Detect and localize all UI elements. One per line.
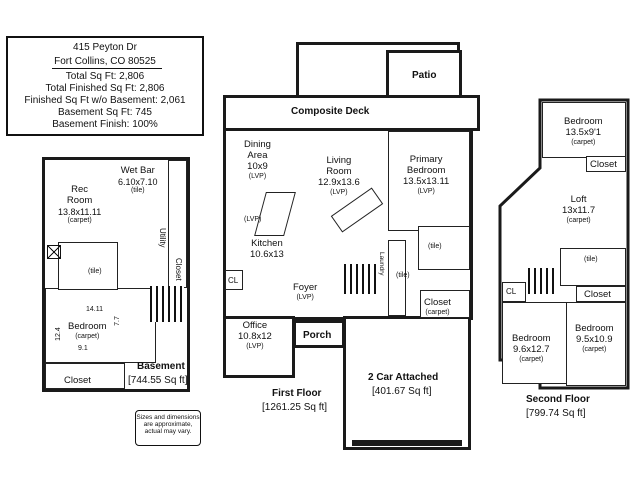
basement-sqft-total: [744.55 Sq ft] [128,375,188,386]
deck-label: Composite Deck [291,106,370,117]
first-floor-sqft: [1261.25 Sq ft] [262,402,328,413]
garage-door [352,440,462,446]
basement-sqft: Basement Sq Ft: 745 [58,107,152,118]
first-cl-label: CL [228,276,239,285]
kitchen-lvp: (LVP) [244,216,262,223]
wet-bar-label: Wet Bar 6.10x7.10 (tile) [118,165,158,195]
office-label: Office 10.8x12 (LVP) [238,320,272,350]
foyer-label: Foyer (LVP) [293,282,318,301]
mechanical-icon [47,245,61,259]
top-closet-wall [586,156,626,172]
right-bedroom-wall [566,302,626,386]
basement-bath-wall [58,242,118,290]
primary-closet-wall [420,290,470,318]
rec-room-label: Rec Room 13.8x11.11 (carpet) [58,184,102,225]
second-cl-label: CL [506,287,517,296]
garage [343,316,471,450]
porch [293,320,345,348]
city: Fort Collins, CO 80525 [54,56,156,67]
right-bedroom-label: Bedroom 9.5x10.9 (carpet) [575,323,614,353]
second-bath-wall [560,248,626,286]
laundry-wall [388,240,406,316]
left-bedroom-label: Bedroom 9.6x12.7 (carpet) [512,333,551,363]
second-cl-wall [502,282,526,302]
top-bedroom-wall [542,102,626,158]
primary-bath-wall [418,226,470,270]
kitchen-label: Kitchen 10.6x13 [250,238,284,260]
total-finished-sqft: Total Finished Sq Ft: 2,806 [45,83,165,94]
basement-finish: Basement Finish: 100% [52,119,158,130]
info-divider [52,68,162,69]
garage-sqft: [401.67 Sq ft] [372,386,432,397]
basement-bedroom-label: Bedroom (carpet) [68,321,107,340]
second-stairs [528,268,558,294]
basement-closet-label: Closet [64,375,91,386]
property-info-box: 415 Peyton Dr Fort Collins, CO 80525 Tot… [6,36,204,136]
dim-14-11: 14.11 [86,306,103,313]
top-closet-label: Closet [590,159,617,170]
second-floor-sqft: [799.74 Sq ft] [526,408,586,419]
left-bedroom-wall [502,302,568,384]
basement-title: Basement [137,361,185,372]
primary-bath-tile: (tile) [428,243,442,250]
basement-bath-tile: (tile) [88,268,102,275]
top-bedroom-label: Bedroom 13.5x9'1 (carpet) [564,116,603,146]
patio-label: Patio [412,70,437,81]
finished-wo-basement: Finished Sq Ft w/o Basement: 2,061 [24,95,186,106]
second-floor-title: Second Floor [526,394,590,405]
basement-closet-wall [45,363,125,389]
loft-label: Loft 13x11.7 (carpet) [562,194,596,224]
primary-bedroom-label: Primary Bedroom 13.5x13.11 (LVP) [403,154,450,195]
first-floor-stairs [344,264,376,294]
porch-label: Porch [303,330,332,341]
first-floor-title: First Floor [272,388,322,399]
office-room [223,316,295,378]
dining-label: Dining Area 10x9 (LVP) [244,139,271,180]
primary-bedroom-wall [388,131,470,231]
dim-9-1: 9.1 [78,345,88,352]
half-bath-tile: (tile) [396,272,410,279]
address: 415 Peyton Dr [73,42,137,53]
second-bath-tile: (tile) [584,256,598,263]
basement-stairs [150,286,184,322]
mid-closet-label: Closet [584,289,611,300]
mid-closet-wall [576,286,626,302]
first-cl-wall [225,270,243,290]
garage-label: 2 Car Attached [368,372,439,383]
patio [386,50,462,98]
living-room-label: Living Room 12.9x13.6 (LVP) [318,155,360,196]
disclaimer-note: Sizes and dimensions are approximate, ac… [135,410,201,446]
total-sqft: Total Sq Ft: 2,806 [65,71,145,82]
primary-closet-label: Closet (carpet) [424,297,451,316]
